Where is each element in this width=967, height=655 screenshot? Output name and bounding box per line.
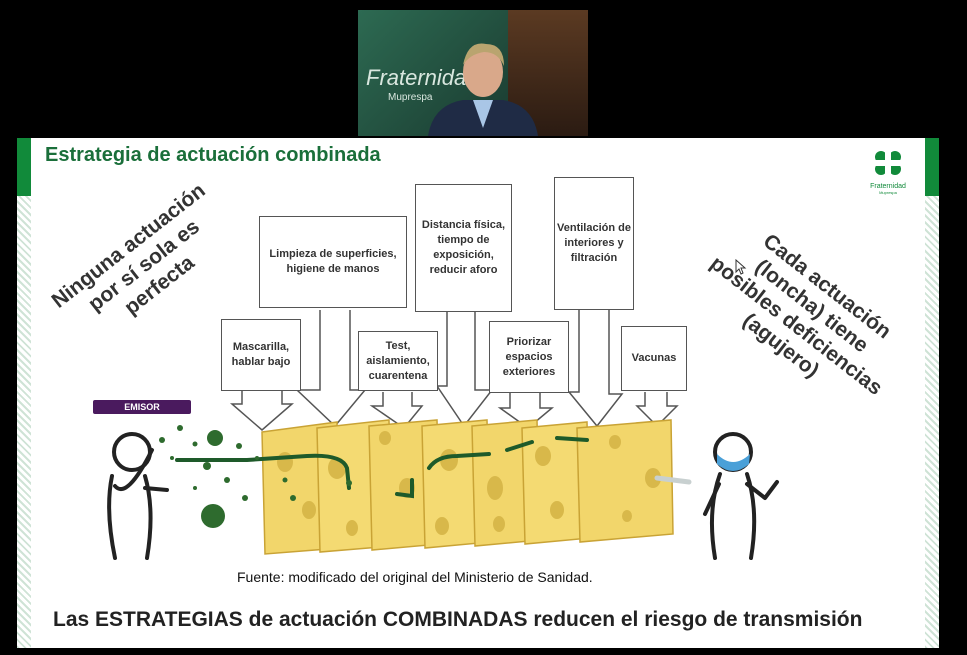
emitter-figure: [107, 432, 169, 560]
webcam-logo-text: Fraternidad: [366, 65, 479, 90]
callout-ventilacion: Ventilación de interiores y filtración: [554, 177, 634, 310]
presentation-slide: Estrategia de actuación combinada Frater…: [17, 138, 939, 648]
callout-priorizar: Priorizar espacios exteriores: [489, 321, 569, 393]
webcam-video: Fraternidad Muprespa: [358, 10, 588, 136]
brand-cross-icon: [875, 151, 901, 175]
exhaled-air: [654, 475, 692, 485]
slide-stripe-right: [925, 196, 939, 648]
brand-name: Fraternidad: [870, 183, 906, 190]
emisor-badge: EMISOR: [93, 400, 191, 414]
callout-limpieza: Limpieza de superficies, higiene de mano…: [259, 216, 407, 308]
slide-title: Estrategia de actuación combinada: [45, 144, 381, 166]
swiss-cheese-illustration: [107, 310, 779, 560]
callout-mascarilla: Mascarilla, hablar bajo: [221, 319, 301, 391]
transmission-path: [175, 436, 589, 499]
slide-accent-right: [925, 138, 939, 196]
virus-particles: [159, 425, 352, 528]
callout-distancia: Distancia física, tiempo de exposición, …: [415, 184, 512, 312]
brand-sub: Muprespa: [879, 190, 897, 195]
source-note: Fuente: modificado del original del Mini…: [237, 569, 593, 585]
brand-logo: Fraternidad Muprespa: [865, 148, 911, 195]
webcam-logo-sub: Muprespa: [388, 92, 433, 103]
callout-test: Test, aislamiento, cuarentena: [358, 331, 438, 391]
cheese-slices: [261, 419, 674, 555]
callout-vacunas: Vacunas: [621, 326, 687, 391]
mouse-cursor-icon: [735, 259, 747, 275]
presenter-image: [428, 43, 538, 136]
slide-footer: Las ESTRATEGIAS de actuación COMBINADAS …: [53, 608, 863, 631]
cheese-holes: [277, 431, 661, 536]
slide-stripe-left: [17, 196, 31, 648]
mask-icon: [717, 454, 750, 471]
receiver-figure: [703, 432, 779, 560]
slide-accent-left: [17, 138, 31, 196]
